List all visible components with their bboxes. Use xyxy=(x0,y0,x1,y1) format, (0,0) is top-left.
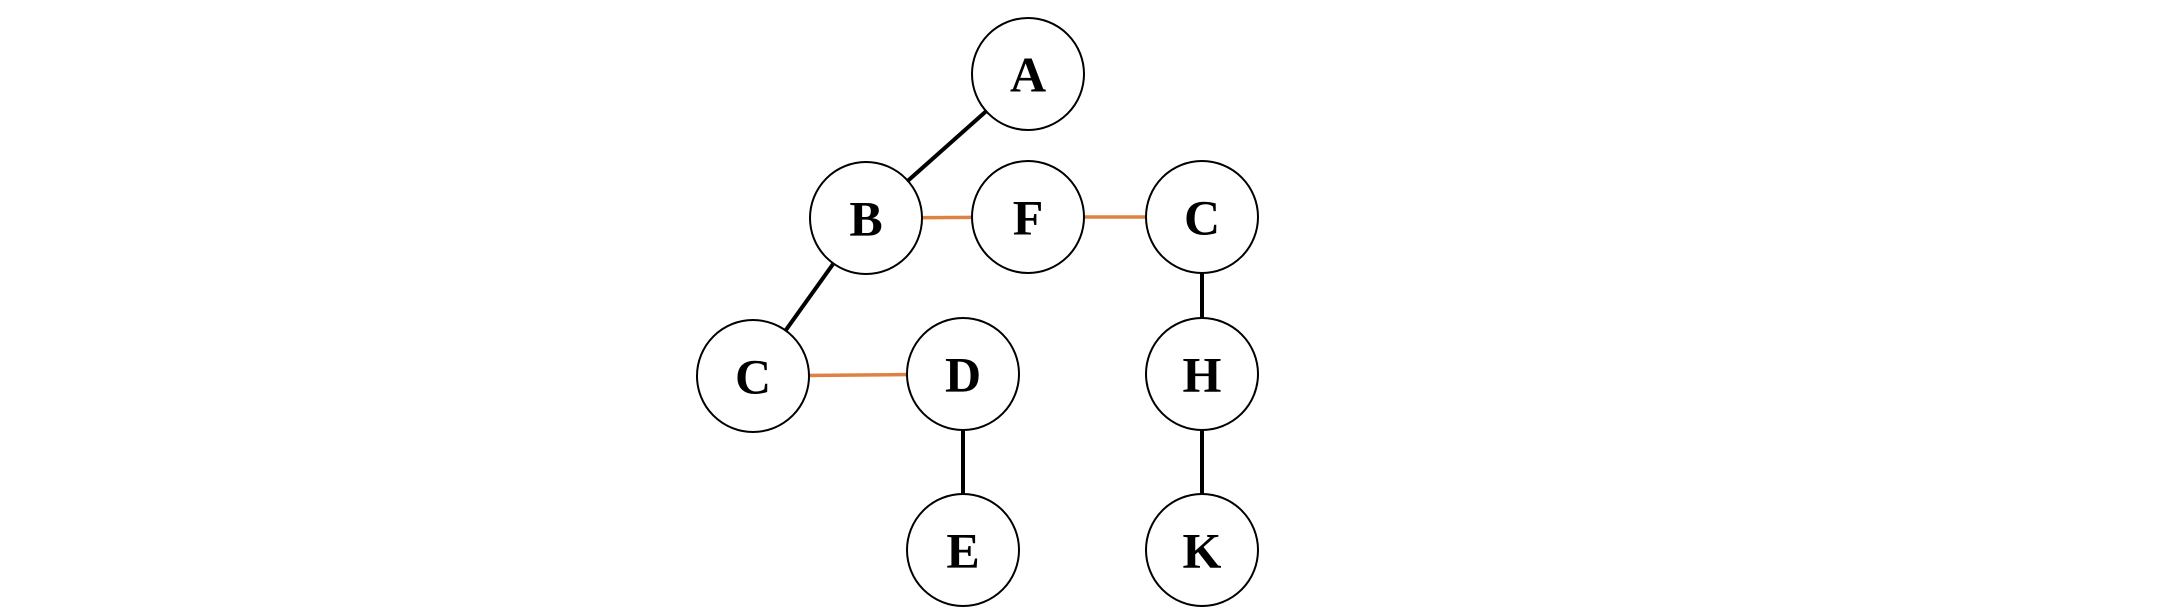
node-circle xyxy=(906,317,1020,431)
node-layer: A B F C C D H E K xyxy=(696,17,1259,607)
node-circle xyxy=(1145,317,1259,431)
node-label: B xyxy=(849,191,882,247)
node-label: F xyxy=(1013,190,1044,246)
node-circle xyxy=(1145,160,1259,274)
graph-node-C2: C xyxy=(1145,160,1259,274)
graph-node-E: E xyxy=(906,493,1020,607)
graph-node-H: H xyxy=(1145,317,1259,431)
node-circle xyxy=(906,493,1020,607)
node-circle xyxy=(971,160,1085,274)
node-label: H xyxy=(1183,347,1222,403)
node-label: C xyxy=(1184,190,1220,246)
node-circle xyxy=(971,17,1085,131)
graph-node-F: F xyxy=(971,160,1085,274)
node-circle xyxy=(1145,493,1259,607)
node-label: E xyxy=(946,523,979,579)
graph-node-A: A xyxy=(971,17,1085,131)
node-label: A xyxy=(1010,47,1046,103)
graph-node-K: K xyxy=(1145,493,1259,607)
graph-node-B: B xyxy=(809,161,923,275)
node-label: D xyxy=(945,347,981,403)
graph-node-D: D xyxy=(906,317,1020,431)
node-circle xyxy=(696,319,810,433)
node-label: C xyxy=(735,349,771,405)
node-circle xyxy=(809,161,923,275)
edge-layer xyxy=(751,72,1204,550)
node-label: K xyxy=(1183,523,1222,579)
graph-node-C1: C xyxy=(696,319,810,433)
